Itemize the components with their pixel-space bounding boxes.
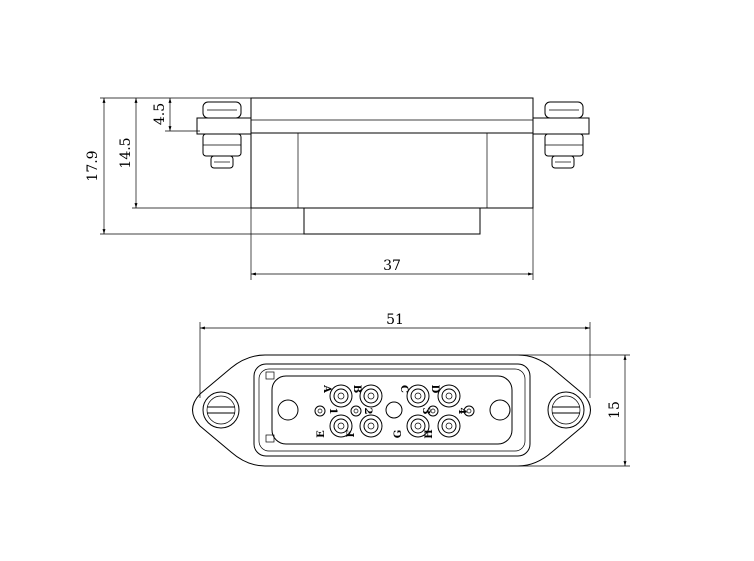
left-screw [196, 101, 252, 169]
label-G: G [393, 430, 404, 439]
label-3: 3 [420, 408, 431, 415]
contact-2 [350, 405, 362, 417]
dim-51-label: 51 [386, 312, 404, 328]
contact-C [406, 384, 430, 408]
contact-1 [314, 405, 326, 417]
contact-H [437, 414, 461, 438]
center-hole [385, 401, 403, 419]
flange-outline [192, 354, 591, 467]
side-view: 17.9 14.5 4.5 37 [85, 97, 590, 280]
contact-E [329, 414, 353, 438]
label-H: H [424, 429, 435, 438]
flange-plate [250, 97, 534, 134]
dim-15-label: 15 [607, 401, 623, 419]
contact-3 [427, 405, 439, 417]
contact-D [437, 384, 461, 408]
connector-body [250, 132, 534, 209]
label-B: B [351, 385, 362, 393]
front-view: A B C D E F G H 1 2 3 4 51 15 [192, 312, 630, 467]
dim-4-5-label: 4.5 [152, 103, 168, 125]
right-screw-head [547, 391, 585, 429]
label-A: A [321, 384, 332, 393]
label-2: 2 [362, 408, 373, 415]
contact-F [359, 414, 383, 438]
left-screw-head [202, 391, 240, 429]
shell-outline [253, 363, 531, 457]
contact-A [329, 384, 353, 408]
right-screw [532, 101, 590, 169]
dim-37-label: 37 [383, 258, 401, 274]
dim-14-5-label: 14.5 [118, 137, 134, 168]
guide-hole-right [489, 399, 511, 421]
guide-hole-left [277, 399, 299, 421]
label-F: F [346, 430, 357, 437]
insert-face [271, 375, 513, 445]
contact-4 [463, 405, 475, 417]
label-1: 1 [327, 408, 338, 415]
insert-protrusion [303, 207, 481, 235]
label-C: C [398, 385, 409, 393]
label-4: 4 [456, 408, 467, 415]
contact-B [359, 384, 383, 408]
label-E: E [316, 430, 327, 438]
contact-G [406, 414, 430, 438]
dim-17-9-label: 17.9 [85, 150, 101, 181]
label-D: D [429, 385, 440, 394]
